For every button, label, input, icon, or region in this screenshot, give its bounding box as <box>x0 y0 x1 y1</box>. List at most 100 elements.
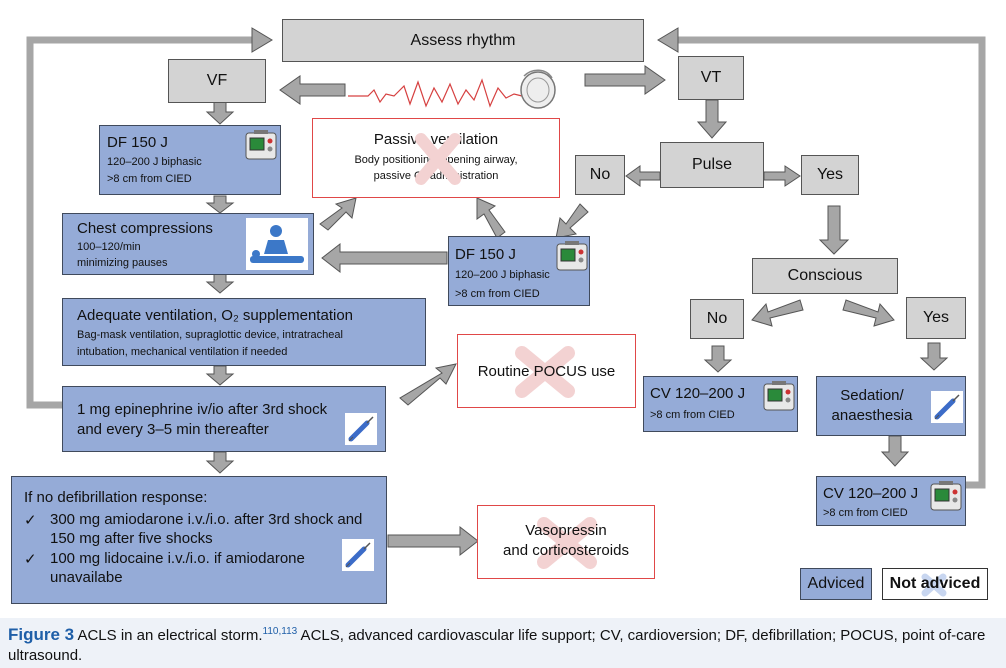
arrow-to-vt <box>584 65 666 95</box>
yes-conscious-label: Yes <box>922 309 950 326</box>
nodefib-item1b: 150 mg after five shocks <box>50 530 213 547</box>
nodefib-title: If no defibrillation response: <box>24 489 208 506</box>
yes-conscious-box: Yes <box>906 297 966 339</box>
df-left-box: DF 150 J 120–200 J biphasic >8 cm from C… <box>99 125 281 195</box>
not-advised-cross-icon <box>921 573 947 597</box>
chest-line2: minimizing pauses <box>77 257 168 269</box>
check-icon: ✓ <box>24 551 37 568</box>
defibrillator-icon <box>930 481 962 511</box>
cv1-title: CV 120–200 J <box>650 385 746 402</box>
no-pulse-box: No <box>575 155 625 195</box>
ventilation-line1: Bag-mask ventilation, supraglottic devic… <box>77 329 343 341</box>
epinephrine-box: 1 mg epinephrine iv/io after 3rd shock a… <box>62 386 386 452</box>
df-left-line2: >8 cm from CIED <box>107 173 192 185</box>
arrow-to-vf <box>279 75 346 105</box>
df-left-line1: 120–200 J biphasic <box>107 156 202 168</box>
cv2-box: CV 120–200 J >8 cm from CIED <box>816 476 966 526</box>
arrow-vt-pulse <box>696 99 728 139</box>
not-advised-cross-icon <box>415 133 461 185</box>
vaso-line1: Vasopressin <box>525 522 607 539</box>
conscious-label: Conscious <box>787 267 863 284</box>
nodefib-item1a: 300 mg amiodarone i.v./i.o. after 3rd sh… <box>50 511 363 528</box>
syringe-icon <box>342 539 374 571</box>
arrow-epi-pocus <box>399 363 457 406</box>
yes-pulse-label: Yes <box>816 166 844 183</box>
figure-caption: Figure 3 ACLS in an electrical storm.110… <box>0 618 1006 668</box>
arrow-conscious-no <box>751 299 804 327</box>
arrow-sedation-cv2 <box>880 435 910 467</box>
pulse-label: Pulse <box>691 156 733 173</box>
vf-box: VF <box>168 59 266 103</box>
arrow-vent-epi <box>205 365 235 386</box>
arrow-no-cv1 <box>703 345 733 373</box>
arrow-yes-conscious <box>818 205 850 255</box>
vaso-line2: and corticosteroids <box>503 542 629 559</box>
passive-line2: passive O₂ administration <box>373 170 499 182</box>
no-pulse-label: No <box>589 166 611 183</box>
syringe-icon <box>931 391 963 423</box>
nodefib-item2b: unavailabe <box>50 569 123 586</box>
arrow-vf-df <box>205 101 235 125</box>
sedation-line1: Sedation/ <box>840 387 904 404</box>
no-conscious-label: No <box>706 310 728 327</box>
syringe-icon <box>345 413 377 445</box>
defibrillator-icon <box>245 130 277 160</box>
cpr-icon <box>246 218 308 270</box>
legend-not-advised-label: Not adviced <box>889 575 981 592</box>
chest-compressions-box: Chest compressions 100–120/min minimizin… <box>62 213 314 275</box>
heart-device-icon <box>520 69 556 109</box>
passive-title: Passive ventilation <box>373 131 499 148</box>
flowchart: Assess rhythm VF VT DF 150 J 120–200 J b… <box>11 19 988 604</box>
conscious-box: Conscious <box>752 258 898 294</box>
assess-rhythm-box: Assess rhythm <box>282 19 644 62</box>
arrow-no-dfmid <box>555 203 589 239</box>
arrow-chest-vent <box>205 273 235 294</box>
caption-label: Figure 3 <box>8 625 75 644</box>
df-mid-title: DF 150 J <box>455 246 516 263</box>
loop-left-line <box>26 36 262 409</box>
caption-rest1: ACLS, advanced cardiovascular life suppo… <box>297 627 986 644</box>
caption-text: ACLS in an electrical storm. <box>77 627 263 644</box>
ventilation-box: Adequate ventilation, O₂ supplementation… <box>62 298 426 366</box>
passive-ventilation-box: Passive ventilation Body positioning, op… <box>312 118 560 198</box>
nodefib-item2a: 100 mg lidocaine i.v./i.o. if amiodarone <box>50 550 305 567</box>
cv2-line1: >8 cm from CIED <box>823 507 908 519</box>
no-conscious-box: No <box>690 299 744 339</box>
sedation-box: Sedation/ anaesthesia <box>816 376 966 436</box>
yes-pulse-box: Yes <box>801 155 859 195</box>
df-mid-line1: 120–200 J biphasic <box>455 269 550 281</box>
legend-not-advised: Not adviced <box>882 568 988 600</box>
defibrillator-icon <box>556 241 588 271</box>
pocus-label: Routine POCUS use <box>477 363 616 380</box>
no-defib-response-box: If no defibrillation response: ✓ 300 mg … <box>11 476 387 604</box>
df-mid-box: DF 150 J 120–200 J biphasic >8 cm from C… <box>448 236 590 306</box>
arrow-epi-nodefib <box>205 451 235 474</box>
arrow-nodefib-vaso <box>387 525 479 557</box>
ventilation-line2: intubation, mechanical ventilation if ne… <box>77 346 288 358</box>
caption-refs: 110,113 <box>262 626 298 637</box>
defibrillator-icon <box>763 381 795 411</box>
vt-label: VT <box>700 69 722 86</box>
ventilation-title: Adequate ventilation, O₂ supplementation <box>77 307 354 324</box>
epi-line1: 1 mg epinephrine iv/io after 3rd shock <box>77 401 328 418</box>
arrows-layer <box>26 27 986 489</box>
not-advised-cross-icon <box>515 346 575 398</box>
cv1-box: CV 120–200 J >8 cm from CIED <box>643 376 798 432</box>
block-arrows <box>205 65 949 557</box>
chest-line1: 100–120/min <box>77 241 141 253</box>
cv1-line1: >8 cm from CIED <box>650 409 735 421</box>
chest-title: Chest compressions <box>77 220 213 237</box>
ecg-trace-icon <box>348 78 523 108</box>
df-left-title: DF 150 J <box>107 134 168 151</box>
check-icon: ✓ <box>24 512 37 529</box>
arrow-yes-sedation <box>919 342 949 371</box>
loop-right-arrowhead <box>657 27 679 53</box>
arrow-dfmid-chest <box>321 242 448 274</box>
sedation-line2: anaesthesia <box>831 407 913 424</box>
vf-label: VF <box>206 72 228 89</box>
vt-box: VT <box>678 56 744 100</box>
epi-line2: and every 3–5 min thereafter <box>77 421 269 438</box>
caption-rest2: ultrasound. <box>8 647 83 664</box>
arrow-conscious-yes <box>842 299 895 327</box>
cv2-title: CV 120–200 J <box>823 485 919 502</box>
